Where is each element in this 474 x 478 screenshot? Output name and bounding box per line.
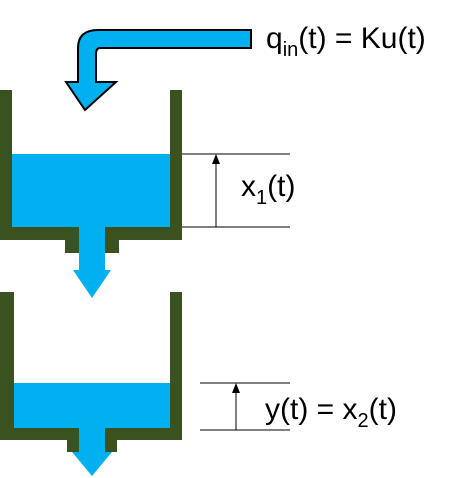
- upper-tank: [0, 90, 182, 298]
- inflow-label-rest: (t) = Ku(t): [298, 22, 426, 55]
- upper-tank-outlet-water: [79, 227, 105, 275]
- level1-label-sub: 1: [256, 187, 267, 209]
- level1-label-base: x: [241, 170, 256, 203]
- inflow-label-base: q: [266, 22, 283, 55]
- inflow-pipe-arrow: [64, 29, 252, 112]
- output-label-rest: (t): [369, 393, 397, 426]
- output-label-base: y(t) = x: [265, 393, 358, 426]
- lower-tank: [0, 292, 182, 476]
- inflow-label-sub: in: [283, 39, 299, 61]
- lower-outflow-arrow: [72, 452, 112, 476]
- upper-outflow-arrow: [73, 270, 111, 298]
- level1-label-rest: (t): [267, 170, 295, 203]
- x1-arrowhead: [212, 154, 220, 164]
- upper-tank-water: [12, 154, 170, 227]
- lower-tank-outlet-water: [79, 428, 105, 456]
- level-indicator-x1: [182, 153, 290, 228]
- output-label: y(t) = x2(t): [265, 393, 397, 432]
- inflow-label: qin(t) = Ku(t): [266, 22, 426, 61]
- output-label-sub: 2: [358, 410, 369, 432]
- lower-tank-wall: [0, 292, 182, 452]
- upper-tank-wall: [0, 90, 182, 253]
- lower-tank-water: [14, 383, 170, 428]
- level1-label: x1(t): [241, 170, 295, 209]
- x2-arrowhead: [232, 383, 240, 393]
- level-indicator-x2: [200, 382, 290, 431]
